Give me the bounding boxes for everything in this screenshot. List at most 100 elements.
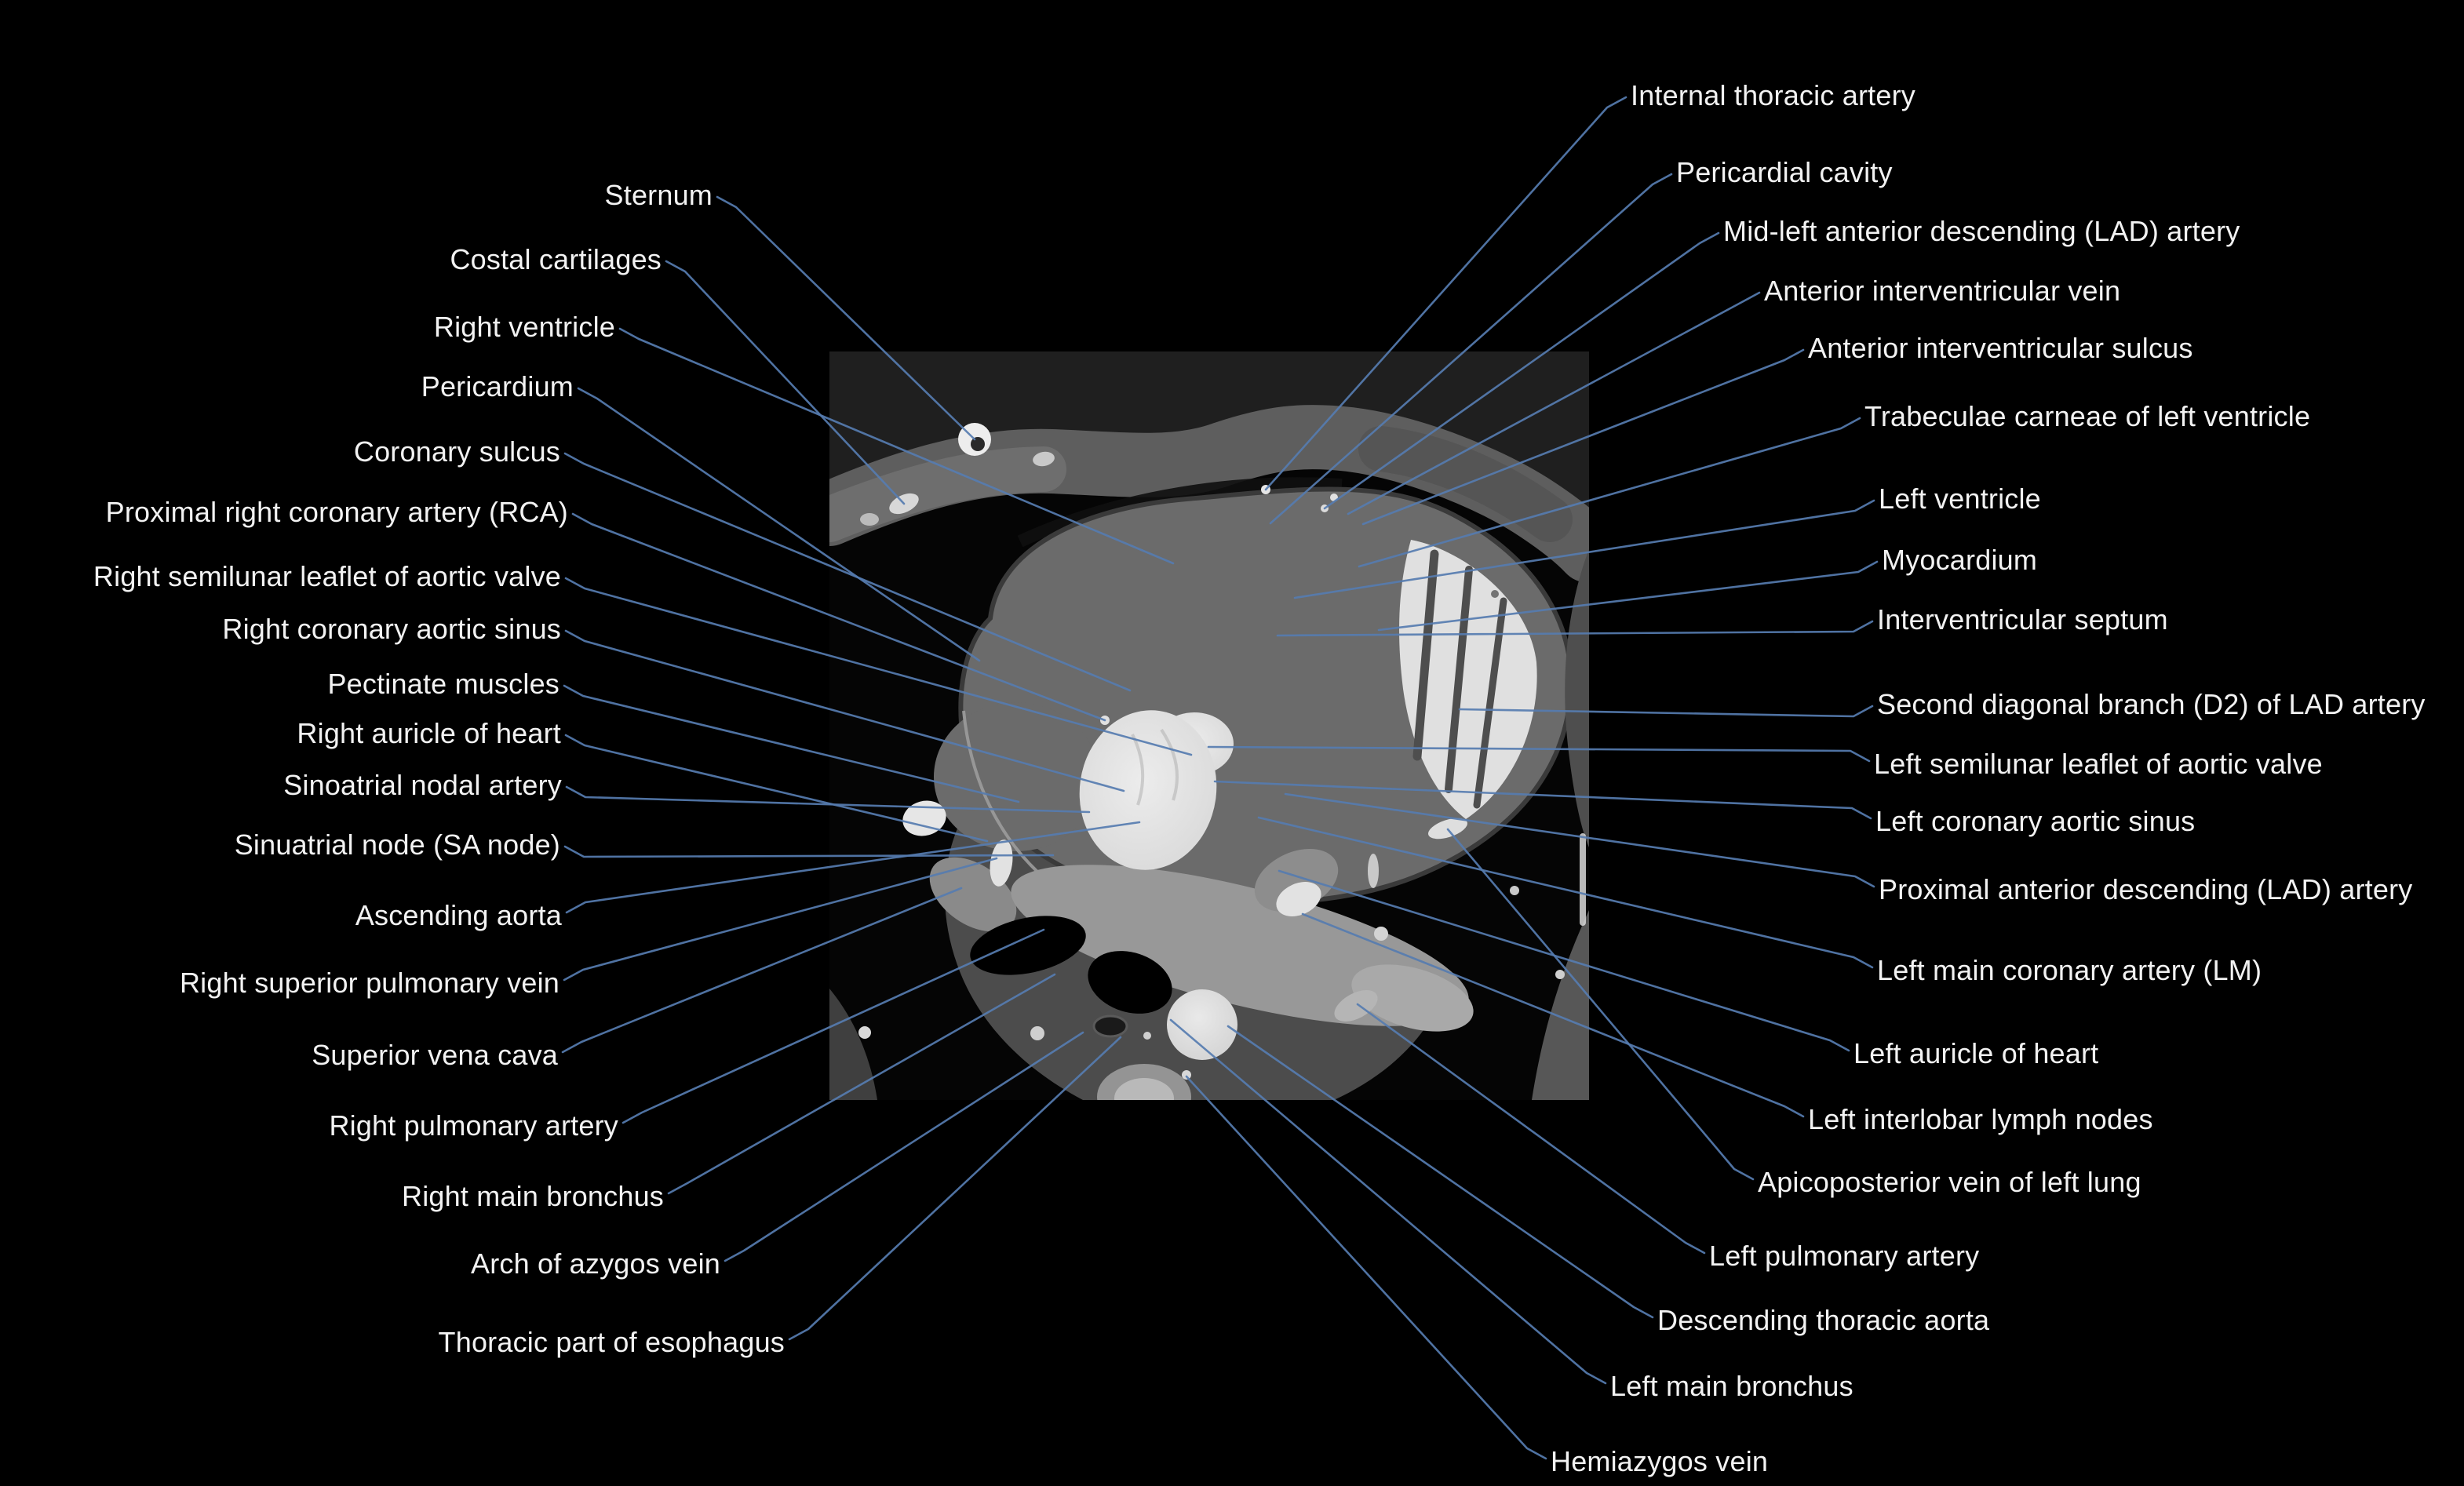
leader-coronary-sulcus xyxy=(563,452,1132,692)
lung-vessel xyxy=(1555,970,1565,979)
label-proximal-right-coronary-artery-rca: Proximal right coronary artery (RCA) xyxy=(106,496,568,528)
leader-right-main-bronchus xyxy=(667,973,1056,1195)
ascending-aorta xyxy=(1079,710,1217,870)
lung-vessel xyxy=(1030,1026,1044,1040)
azygos-vein-dot xyxy=(1143,1032,1151,1040)
leader-myocardium xyxy=(1377,560,1879,632)
leader-proximal-right-coronary-artery-rca xyxy=(571,512,1106,722)
leader-anterior-interventricular-vein xyxy=(1347,291,1761,515)
leader-internal-thoracic-artery xyxy=(1264,96,1627,491)
leader-left-coronary-aortic-sinus xyxy=(1213,780,1872,820)
label-ascending-aorta: Ascending aorta xyxy=(355,899,563,931)
label-left-semilunar-leaflet-of-aortic-valve: Left semilunar leaflet of aortic valve xyxy=(1874,748,2323,780)
leader-proximal-anterior-descending-lad-artery xyxy=(1284,792,1875,888)
label-pericardial-cavity: Pericardial cavity xyxy=(1676,156,1893,188)
label-sternum: Sternum xyxy=(605,179,713,211)
label-right-superior-pulmonary-vein: Right superior pulmonary vein xyxy=(180,967,560,999)
label-right-coronary-aortic-sinus: Right coronary aortic sinus xyxy=(222,613,561,645)
esophagus-shape xyxy=(1092,1014,1128,1038)
ct-axial-slice xyxy=(829,351,1589,1100)
label-pectinate-muscles: Pectinate muscles xyxy=(327,668,560,700)
label-anterior-interventricular-sulcus: Anterior interventricular sulcus xyxy=(1808,332,2193,364)
lateral-chest-wall-upper xyxy=(1565,549,1589,847)
label-pericardium: Pericardium xyxy=(421,370,574,402)
label-mid-left-anterior-descending-lad-artery: Mid-left anterior descending (LAD) arter… xyxy=(1723,215,2240,247)
lung-vessel xyxy=(1510,886,1519,895)
leader-interventricular-septum xyxy=(1276,620,1874,637)
leader-left-pulmonary-artery xyxy=(1356,1003,1706,1255)
leader-superior-vena-cava xyxy=(561,887,963,1054)
label-trabeculae-carneae-of-left-ventricle: Trabeculae carneae of left ventricle xyxy=(1864,400,2310,432)
leader-descending-thoracic-aorta xyxy=(1227,1025,1654,1319)
label-coronary-sulcus: Coronary sulcus xyxy=(354,435,560,468)
right-lower-chest-wall xyxy=(829,989,877,1100)
aortic-valve-leaflet-line xyxy=(1131,734,1145,806)
label-sinoatrial-nodal-artery: Sinoatrial nodal artery xyxy=(283,769,562,801)
lung-vessel xyxy=(1368,854,1379,888)
leader-pericardium xyxy=(577,387,981,662)
leader-right-auricle-of-heart xyxy=(564,734,989,843)
leader-arch-of-azygos-vein xyxy=(724,1031,1084,1262)
right-main-bronchus-shape xyxy=(970,916,1086,975)
lung-vessel xyxy=(858,1026,871,1039)
label-left-ventricle: Left ventricle xyxy=(1879,483,2041,515)
pulmonary-vein-branch xyxy=(990,840,1013,887)
label-proximal-anterior-descending-lad-artery: Proximal anterior descending (LAD) arter… xyxy=(1879,873,2412,905)
leader-ascending-aorta xyxy=(565,821,1141,914)
label-myocardium: Myocardium xyxy=(1882,544,2037,576)
leader-left-ventricle xyxy=(1293,499,1875,599)
costal-cartilage xyxy=(1033,451,1055,467)
leader-apicoposterior-vein-of-left-lung xyxy=(1446,828,1755,1181)
leader-left-auricle-of-heart xyxy=(1278,869,1850,1052)
label-right-pulmonary-artery: Right pulmonary artery xyxy=(329,1109,618,1142)
leader-trabeculae-carneae-of-left-ventricle xyxy=(1358,417,1861,568)
label-interventricular-septum: Interventricular septum xyxy=(1877,603,2168,636)
pericardial-cavity-gap xyxy=(1017,477,1343,548)
aortic-valve-leaflet-line xyxy=(1160,728,1179,801)
leader-pectinate-muscles xyxy=(563,684,1020,803)
vertebral-body xyxy=(1114,1078,1174,1100)
sternum-marrow xyxy=(971,437,985,451)
leader-sinuatrial-node-sa-node xyxy=(563,845,1055,858)
label-arch-of-azygos-vein: Arch of azygos vein xyxy=(471,1247,720,1280)
label-second-diagonal-branch-d2-of-lad-artery: Second diagonal branch (D2) of LAD arter… xyxy=(1877,688,2426,720)
label-right-ventricle: Right ventricle xyxy=(434,311,615,343)
leader-costal-cartilages xyxy=(665,260,906,505)
leader-right-pulmonary-artery xyxy=(621,928,1045,1124)
left-auricle-contrast xyxy=(1276,882,1321,916)
hemiazygos-vein-dot xyxy=(1182,1070,1191,1080)
label-superior-vena-cava: Superior vena cava xyxy=(312,1039,559,1071)
leader-right-superior-pulmonary-vein xyxy=(563,857,998,982)
label-thoracic-part-of-esophagus: Thoracic part of esophagus xyxy=(439,1326,785,1358)
trabecula-streak xyxy=(1412,549,1439,761)
label-left-auricle-of-heart: Left auricle of heart xyxy=(1853,1037,2098,1069)
label-left-coronary-aortic-sinus: Left coronary aortic sinus xyxy=(1875,805,2195,837)
left-pulmonary-artery-shape xyxy=(1334,990,1378,1022)
leader-left-interlobar-lymph-nodes xyxy=(1301,912,1805,1118)
pectoral-muscle-right xyxy=(829,446,1066,542)
leader-right-ventricle xyxy=(618,327,1175,565)
label-anterior-interventricular-vein: Anterior interventricular vein xyxy=(1764,275,2120,307)
leader-hemiazygos-vein xyxy=(1185,1075,1547,1460)
leader-mid-left-anterior-descending-lad-artery xyxy=(1323,231,1720,510)
lung-vessel xyxy=(1374,927,1388,941)
right-superior-pulmonary-vein-shape xyxy=(902,800,946,836)
label-costal-cartilages: Costal cartilages xyxy=(450,243,662,275)
pleural-line xyxy=(1580,833,1586,926)
leader-sinoatrial-nodal-artery xyxy=(565,785,1091,814)
leader-lines xyxy=(561,96,1879,1460)
label-hemiazygos-vein: Hemiazygos vein xyxy=(1551,1445,1768,1477)
leader-second-diagonal-branch-d2-of-lad-artery xyxy=(1458,705,1874,718)
label-left-main-coronary-artery-lm: Left main coronary artery (LM) xyxy=(1877,954,2262,986)
costal-cartilage xyxy=(860,513,879,526)
label-right-main-bronchus: Right main bronchus xyxy=(402,1180,664,1212)
leader-left-main-bronchus xyxy=(1169,1018,1607,1385)
leader-right-semilunar-leaflet-of-aortic-valve xyxy=(564,577,1193,756)
label-sinuatrial-node-sa-node: Sinuatrial node (SA node) xyxy=(235,829,560,861)
label-descending-thoracic-aorta: Descending thoracic aorta xyxy=(1657,1304,1990,1336)
leader-left-main-coronary-artery-lm xyxy=(1257,816,1874,969)
